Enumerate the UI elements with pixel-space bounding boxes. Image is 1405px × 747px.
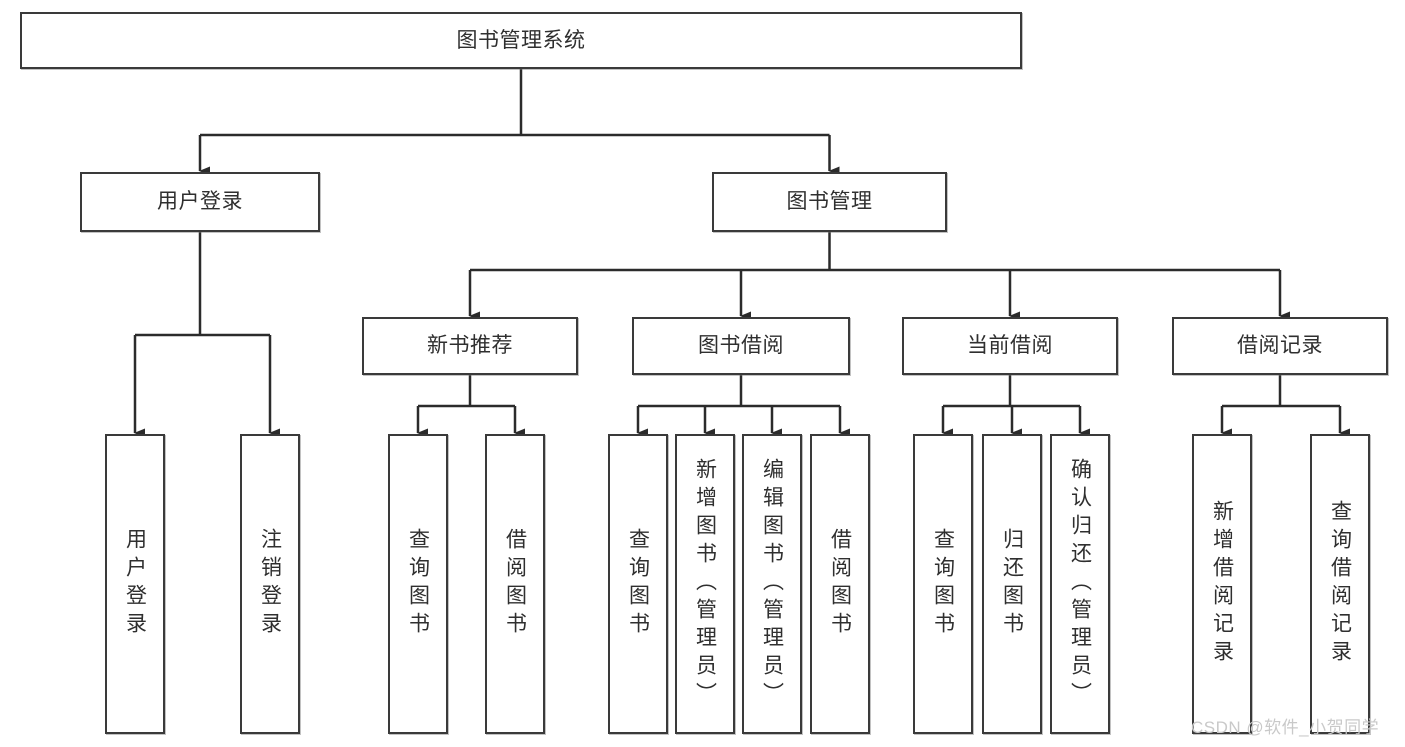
node-user-login[interactable]: 用户登录 <box>80 172 320 232</box>
node-records-add[interactable]: 新增借阅记录 <box>1192 434 1252 734</box>
node-borrow-edit-book[interactable]: 编辑图书（管理员） <box>742 434 802 734</box>
node-root[interactable]: 图书管理系统 <box>20 12 1022 69</box>
node-records-query[interactable]: 查询借阅记录 <box>1310 434 1370 734</box>
node-label-borrow-edit-book: 编辑图书（管理员） <box>760 458 784 710</box>
node-label-records-query: 查询借阅记录 <box>1328 500 1352 668</box>
node-user-logout[interactable]: 注销登录 <box>240 434 300 734</box>
node-book-borrow[interactable]: 图书借阅 <box>632 317 850 375</box>
node-label-current-borrow: 当前借阅 <box>967 334 1053 358</box>
node-label-current-query-book: 查询图书 <box>931 528 955 640</box>
node-recommend-borrow-book[interactable]: 借阅图书 <box>485 434 545 734</box>
node-label-recommend-borrow-book: 借阅图书 <box>503 528 527 640</box>
node-label-book-borrow: 图书借阅 <box>698 334 784 358</box>
node-borrow-borrow-book[interactable]: 借阅图书 <box>810 434 870 734</box>
node-label-borrow-borrow-book: 借阅图书 <box>828 528 852 640</box>
node-label-book-management: 图书管理 <box>786 190 873 214</box>
node-new-book-recommend[interactable]: 新书推荐 <box>362 317 578 375</box>
node-borrow-records[interactable]: 借阅记录 <box>1172 317 1388 375</box>
node-label-recommend-query-book: 查询图书 <box>406 528 430 640</box>
node-label-current-confirm-return: 确认归还（管理员） <box>1068 458 1092 710</box>
node-current-confirm-return[interactable]: 确认归还（管理员） <box>1050 434 1110 734</box>
node-current-query-book[interactable]: 查询图书 <box>913 434 973 734</box>
connector-paths <box>133 69 1350 438</box>
node-borrow-add-book[interactable]: 新增图书（管理员） <box>675 434 735 734</box>
node-label-borrow-query-book: 查询图书 <box>626 528 650 640</box>
node-current-borrow[interactable]: 当前借阅 <box>902 317 1118 375</box>
node-label-records-add: 新增借阅记录 <box>1210 500 1234 668</box>
node-current-return-book[interactable]: 归还图书 <box>982 434 1042 734</box>
node-book-management[interactable]: 图书管理 <box>712 172 947 232</box>
node-borrow-query-book[interactable]: 查询图书 <box>608 434 668 734</box>
node-label-borrow-records: 借阅记录 <box>1237 334 1323 358</box>
node-label-user-logout: 注销登录 <box>258 528 282 640</box>
node-label-current-return-book: 归还图书 <box>1000 528 1024 640</box>
node-label-new-book-recommend: 新书推荐 <box>427 334 513 358</box>
node-label-borrow-add-book: 新增图书（管理员） <box>693 458 717 710</box>
node-user-login-do[interactable]: 用户登录 <box>105 434 165 734</box>
node-label-user-login: 用户登录 <box>157 190 243 214</box>
node-label-user-login-do: 用户登录 <box>123 528 147 640</box>
node-label-root: 图书管理系统 <box>456 28 586 52</box>
node-recommend-query-book[interactable]: 查询图书 <box>388 434 448 734</box>
watermark: CSDN @软件_小贺同学 <box>1191 718 1380 737</box>
